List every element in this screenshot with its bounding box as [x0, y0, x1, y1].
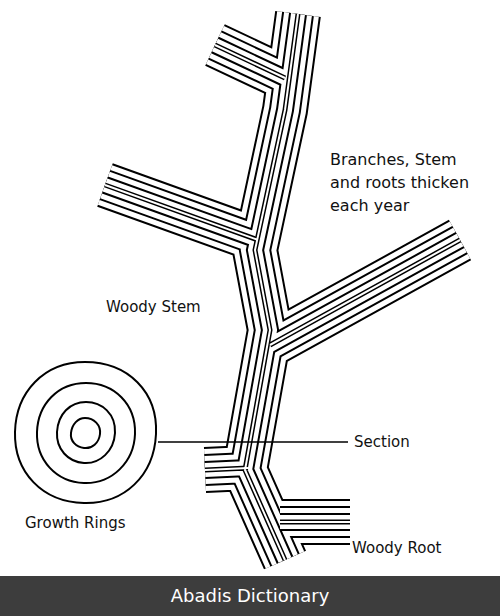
part-label: Section [354, 432, 444, 454]
part-label: Growth Rings [25, 513, 155, 535]
footer-bar: Abadis Dictionary [0, 576, 500, 616]
part-label: Woody Stem [106, 297, 226, 319]
growth-rings-section [15, 362, 156, 503]
part-label: Woody Root [352, 538, 472, 560]
tree-rings [105, 14, 460, 560]
note-text: Branches, Stem and roots thicken each ye… [330, 148, 490, 218]
watermark: Abadis Dictionary [0, 576, 500, 616]
leader-line [158, 441, 348, 443]
